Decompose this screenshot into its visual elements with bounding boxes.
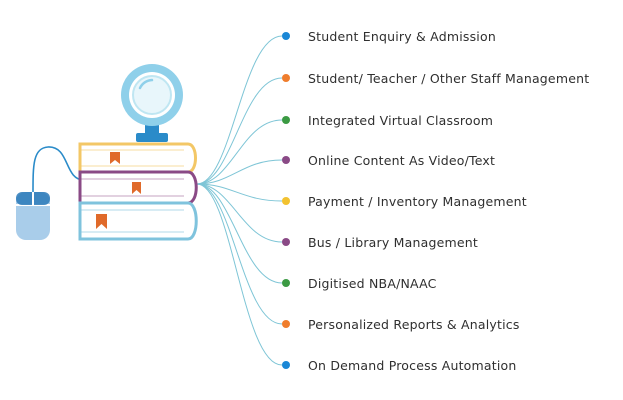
feature-label: Payment / Inventory Management <box>308 193 527 209</box>
feature-label: Bus / Library Management <box>308 234 478 250</box>
feature-label: Personalized Reports & Analytics <box>308 316 520 332</box>
connector-line <box>196 183 283 202</box>
feature-label: Student/ Teacher / Other Staff Managemen… <box>308 70 590 86</box>
book-middle <box>78 170 198 205</box>
bullet-dot <box>282 320 290 328</box>
feature-item: Student Enquiry & Admission <box>282 26 496 46</box>
feature-label: Student Enquiry & Admission <box>308 28 496 44</box>
bullet-dot <box>282 74 290 82</box>
book-bottom <box>78 201 198 241</box>
feature-item: Payment / Inventory Management <box>282 191 527 211</box>
bullet-dot <box>282 32 290 40</box>
feature-item: Bus / Library Management <box>282 232 478 252</box>
feature-label: Digitised NBA/NAAC <box>308 275 437 291</box>
connector-line <box>196 77 283 185</box>
bullet-dot <box>282 156 290 164</box>
bookmark-icon <box>96 214 107 229</box>
bookmark-icon <box>110 152 120 164</box>
feature-item: Student/ Teacher / Other Staff Managemen… <box>282 68 589 88</box>
computer-mouse-icon <box>16 146 85 240</box>
connector-line <box>196 183 283 243</box>
bullet-dot <box>282 279 290 287</box>
connector-line <box>196 183 283 366</box>
connector-line <box>196 183 283 325</box>
feature-item: Integrated Virtual Classroom <box>282 110 493 130</box>
magnifier-icon <box>121 64 183 142</box>
feature-label: Online Content As Video/Text <box>308 152 496 168</box>
bullet-dot <box>282 116 290 124</box>
feature-item: Personalized Reports & Analytics <box>282 314 520 334</box>
connector-line <box>196 35 283 185</box>
connector-lines <box>196 35 283 366</box>
feature-item: Digitised NBA/NAAC <box>282 273 437 293</box>
connector-line <box>196 159 283 185</box>
bullet-dot <box>282 197 290 205</box>
feature-label: On Demand Process Automation <box>308 357 517 373</box>
feature-item: Online Content As Video/Text <box>282 150 495 170</box>
feature-label: Integrated Virtual Classroom <box>308 112 494 128</box>
connector-line <box>196 183 283 284</box>
bullet-dot <box>282 361 290 369</box>
bullet-dot <box>282 238 290 246</box>
connector-line <box>196 119 283 185</box>
feature-item: On Demand Process Automation <box>282 355 517 375</box>
bookmark-icon <box>132 182 141 194</box>
